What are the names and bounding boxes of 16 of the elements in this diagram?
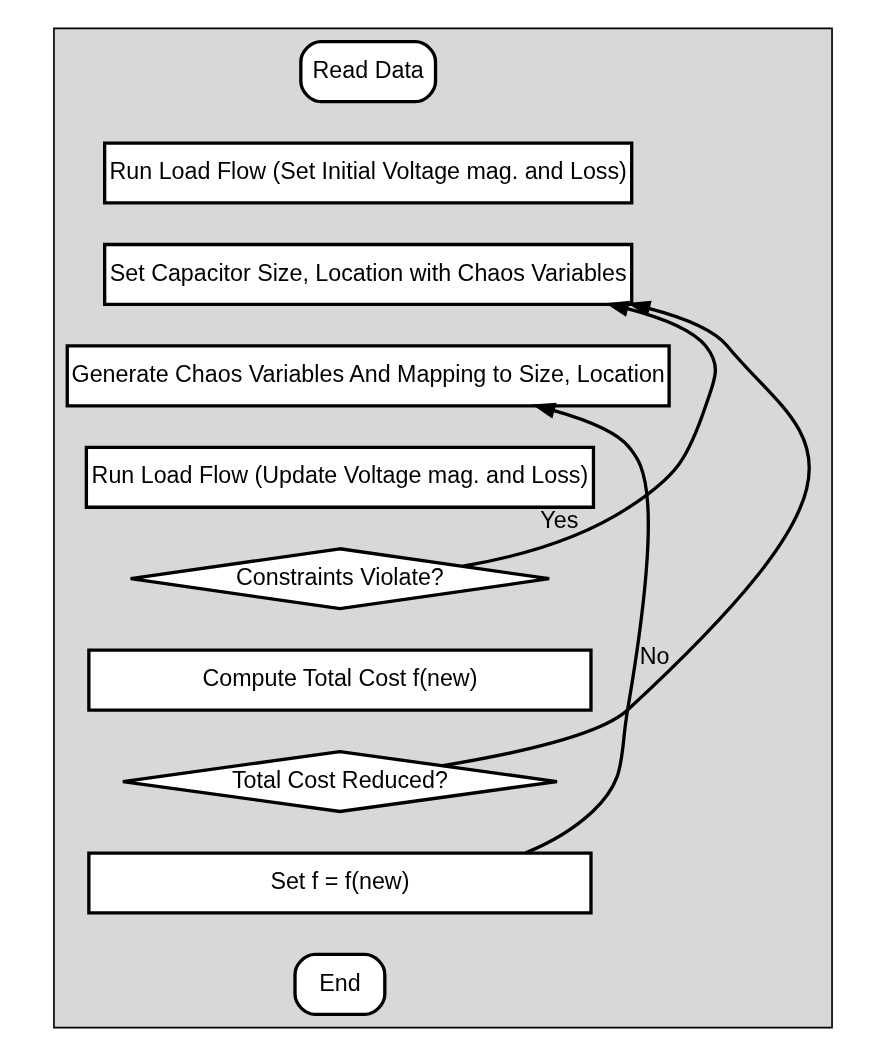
edge-label: Yes <box>539 506 578 533</box>
arrow <box>524 402 650 855</box>
node-box: Run Load Flow (Update Voltage mag. and Loss) <box>84 445 595 509</box>
arrow <box>442 300 811 768</box>
node-box: Run Load Flow (Set Initial Voltage mag. and Loss) <box>102 141 633 205</box>
arrow <box>461 300 717 568</box>
node-box: Set Capacitor Size, Location with Chaos Variables <box>102 242 633 307</box>
node-box: Set f = f(new) <box>86 851 593 915</box>
node-diamond: Constraints Violate? <box>128 547 551 611</box>
node-box: Read Data <box>298 40 437 104</box>
cluster <box>52 27 833 1029</box>
node-box: End <box>292 952 386 1016</box>
node-box: Compute Total Cost f(new) <box>86 648 593 712</box>
node-box: Generate Chaos Variables And Mapping to Size, Location <box>65 344 671 408</box>
node-diamond: Total Cost Reduced? <box>120 749 559 814</box>
edge-label: No <box>639 642 670 669</box>
